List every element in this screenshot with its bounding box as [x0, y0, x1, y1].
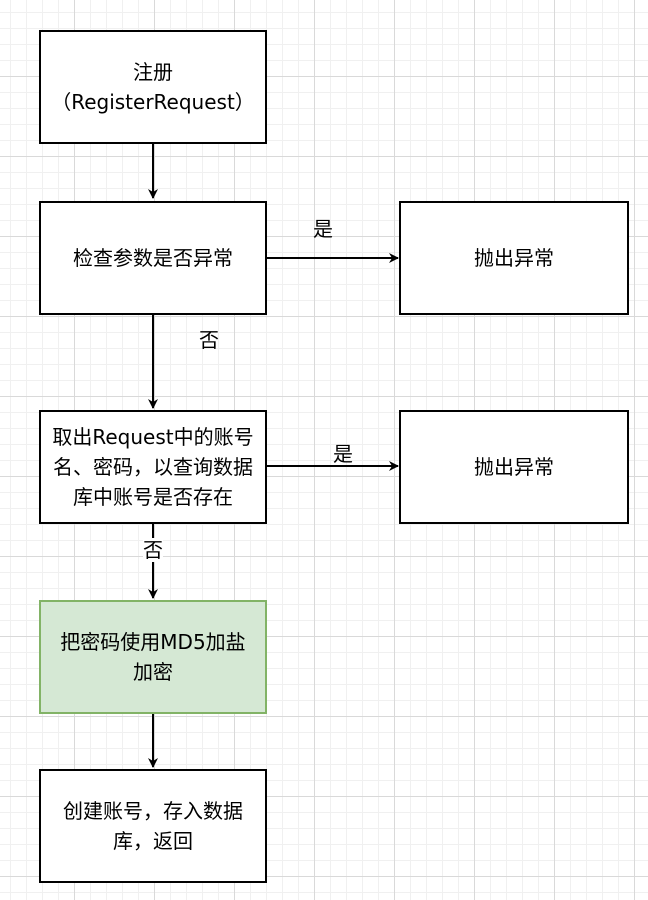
edge-label-yes-1: 是	[313, 217, 333, 241]
node-throw-exception-2: 抛出异常	[399, 410, 629, 524]
node-query-account: 取出Request中的账号名、密码，以查询数据库中账号是否存在	[39, 410, 267, 524]
edge-label-yes-2: 是	[333, 442, 353, 466]
edge-label-no-2: 否	[143, 538, 163, 562]
node-register: 注册 （RegisterRequest）	[39, 30, 267, 144]
node-md5-encrypt: 把密码使用MD5加盐 加密	[39, 600, 267, 714]
node-throw-exception-1: 抛出异常	[399, 201, 629, 315]
node-check-params: 检查参数是否异常	[39, 201, 267, 315]
node-create-account: 创建账号，存入数据库，返回	[39, 769, 267, 883]
edge-label-no-1: 否	[199, 328, 219, 352]
